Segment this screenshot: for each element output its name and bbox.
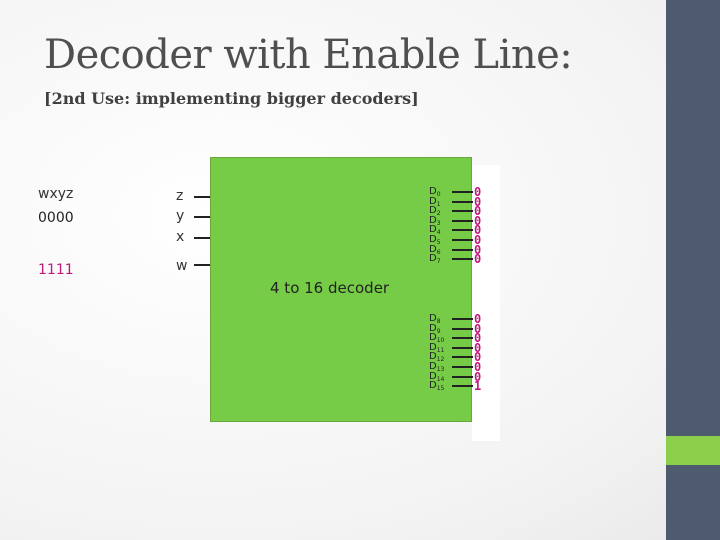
output-label-d12: D12 xyxy=(429,351,445,364)
output-index: 14 xyxy=(436,375,445,383)
output-label-d1: D1 xyxy=(429,195,441,208)
output-index: 10 xyxy=(436,337,445,345)
output-index: 4 xyxy=(436,229,441,237)
output-line-d1 xyxy=(452,200,473,203)
output-label-d11: D11 xyxy=(429,341,445,354)
sidebar-bar-bottom xyxy=(666,465,720,540)
input-line-w xyxy=(194,264,210,266)
input-label-x: x xyxy=(176,229,185,245)
output-index: 11 xyxy=(436,346,445,354)
input-line-x xyxy=(194,237,210,239)
output-line-d12 xyxy=(452,356,473,359)
output-label-d4: D4 xyxy=(429,224,441,237)
output-index: 8 xyxy=(436,318,441,325)
output-label-d10: D10 xyxy=(429,332,445,345)
output-bit-d14: 0 xyxy=(474,369,482,384)
output-line-d6 xyxy=(452,248,473,251)
output-bit-d11: 0 xyxy=(474,340,482,355)
output-label-d5: D5 xyxy=(429,234,441,247)
output-bit-d4: 0 xyxy=(474,223,482,238)
output-index: 3 xyxy=(436,219,441,227)
output-bit-d1: 0 xyxy=(474,194,482,209)
output-bit-d7: 0 xyxy=(474,252,482,267)
output-index: 0 xyxy=(436,191,441,198)
output-label-d2: D2 xyxy=(429,205,441,218)
output-line-d11 xyxy=(452,346,473,349)
output-label-d8: D8 xyxy=(429,313,441,326)
output-bit-d5: 0 xyxy=(474,233,482,247)
table-header: wxyz xyxy=(38,186,74,202)
output-index: 1 xyxy=(436,200,441,208)
output-label-d14: D14 xyxy=(429,370,445,383)
output-index: 5 xyxy=(436,239,441,246)
slide-subtitle: [2nd Use: implementing bigger decoders] xyxy=(44,89,419,108)
output-line-d9 xyxy=(452,327,473,330)
output-label-d7: D7 xyxy=(429,253,441,266)
output-label-d15: D15 xyxy=(429,380,445,393)
output-label-d9: D9 xyxy=(429,322,441,335)
output-bit-d0: 0 xyxy=(474,185,482,199)
output-bit-d3: 0 xyxy=(474,213,482,228)
output-line-d2 xyxy=(452,210,473,213)
input-line-z xyxy=(194,196,210,198)
output-label-d6: D6 xyxy=(429,243,441,256)
output-label-d3: D3 xyxy=(429,214,441,227)
output-index: 15 xyxy=(436,385,445,393)
output-line-d0 xyxy=(452,191,473,193)
output-line-d4 xyxy=(452,229,473,232)
output-bit-d8: 0 xyxy=(474,312,482,326)
output-label-d13: D13 xyxy=(429,361,445,374)
decoder-label: 4 to 16 decoder xyxy=(270,279,390,297)
decoder-block xyxy=(210,157,472,422)
slide-title: Decoder with Enable Line: xyxy=(44,32,573,78)
input-label-y: y xyxy=(176,208,185,224)
input-label-w: w xyxy=(176,258,188,274)
output-line-d14 xyxy=(452,375,473,378)
output-bit-d15: 1 xyxy=(474,379,482,394)
sidebar-bar xyxy=(666,0,720,436)
output-bit-d12: 0 xyxy=(474,350,482,365)
output-bit-d6: 0 xyxy=(474,242,482,257)
output-index: 12 xyxy=(436,356,445,364)
output-index: 9 xyxy=(436,327,441,335)
output-line-d10 xyxy=(452,337,473,340)
output-panel xyxy=(472,165,500,441)
output-bit-d13: 0 xyxy=(474,360,482,374)
sidebar-accent xyxy=(666,436,720,465)
table-row-1111: 1111 xyxy=(38,262,74,278)
output-index: 2 xyxy=(436,210,441,218)
output-index: 6 xyxy=(436,248,441,256)
table-row-0000: 0000 xyxy=(38,210,74,226)
output-label-d0: D0 xyxy=(429,186,441,199)
output-line-d13 xyxy=(452,366,473,368)
output-bit-d10: 0 xyxy=(474,331,482,346)
output-line-d5 xyxy=(452,239,473,241)
output-index: 7 xyxy=(436,258,441,266)
output-line-d8 xyxy=(452,318,473,320)
input-label-z: z xyxy=(176,188,184,204)
output-index: 13 xyxy=(436,366,445,373)
input-line-y xyxy=(194,216,210,218)
output-bit-d2: 0 xyxy=(474,204,482,219)
output-line-d15 xyxy=(452,385,473,388)
output-line-d7 xyxy=(452,258,473,261)
output-bit-d9: 0 xyxy=(474,321,482,336)
output-line-d3 xyxy=(452,219,473,222)
